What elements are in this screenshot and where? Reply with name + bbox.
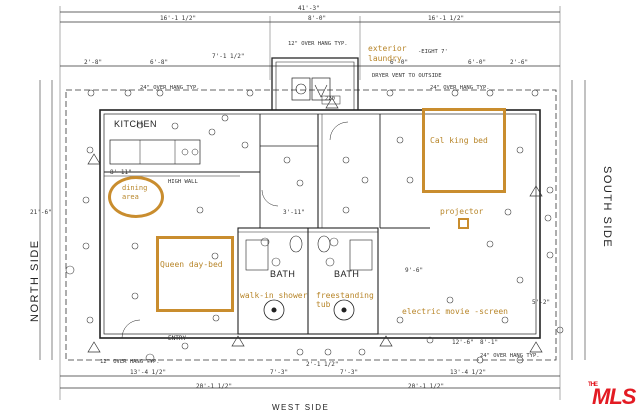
dining-area-ellipse [108,176,164,218]
note-overhang-left: 24" OVER HANG TYP. [140,85,200,91]
queen-day-bed-box [156,236,234,312]
dim-top-right: 16'-1 1/2" [428,15,465,22]
exterior-wall-outer [99,109,541,339]
north-side-label: NORTH SIDE [29,239,41,322]
dim-bottom-212: 2'-1 1/2" [306,361,339,368]
cal-king-bed-annotation: Cal king bed [430,136,488,145]
dim-811: 8'-11" [110,169,132,176]
dim-bottom-13b: 13'-4 1/2" [450,369,487,376]
note-overhang-bottom: 24" OVER HANG TYP. [480,353,540,359]
dim-left-2: 2'-8" [84,59,103,66]
dim-right-60: 6'-0" [468,59,487,66]
laundry-walls [271,57,359,110]
dim-overall: 41'-3" [298,5,320,12]
room-kitchen-label: KITCHEN [114,119,158,129]
dining-area-annotation: dining area [122,184,148,202]
freestanding-tub-annotation: freestanding tub [316,291,374,309]
dim-311: 3'-11" [283,209,305,216]
dim-top-left: 16'-1 1/2" [160,15,197,22]
dim-52: 5'-2" [532,299,551,306]
dim-bottom-right: 20'-1 1/2" [408,383,445,390]
dim-bottom-left: 20'-1 1/2" [196,383,233,390]
dim-right-26: 2'-6" [510,59,529,66]
projector-annotation: projector [440,207,484,216]
note-220: 220 [325,96,335,102]
note-dryer: DRYER VENT TO OUTSIDE [372,73,442,79]
room-entry-label: ENTRY [168,335,187,342]
dim-96: 9'-6" [405,267,424,274]
room-bath2-label: BATH [334,269,360,279]
overhang-outline [65,89,557,361]
south-side-label: SOUTH SIDE [601,166,613,249]
note-eight: -EIGHT 7' [418,49,448,55]
mls-logo: THE MLS [588,382,636,409]
dim-left-6: 6'-8" [150,59,169,66]
washer [291,77,311,101]
west-side-label: WEST SIDE [272,403,330,412]
cal-king-bed-box [422,108,506,193]
dim-bottom-7b: 7'-3" [340,369,359,376]
dim-1261: 12'-6" [452,339,474,346]
dim-top-mid: 8'-0" [308,15,327,22]
room-bath1-label: BATH [270,269,296,279]
movie-screen-annotation: electric movie -screen [402,307,508,316]
dim-81: 8'-1" [480,339,499,346]
dim-mid-71: 7'-1 1/2" [212,53,245,60]
exterior-laundry-annotation: exterior laundry [368,44,407,63]
walk-in-shower-annotation: walk-in shower [240,291,308,300]
queen-day-bed-annotation: Queen day-bed [160,260,223,269]
dim-bottom-7a: 7'-3" [270,369,289,376]
sink-left [263,299,285,321]
note-high-wall: HIGH WALL [168,179,198,185]
sink-right [333,299,355,321]
dim-mid-60: 6'-0" [390,59,409,66]
note-overhang-right: 24" OVER HANG TYP. [430,85,490,91]
dryer [311,77,331,101]
projector-marker [458,218,469,229]
note-overhang-top: 12" OVER HANG TYP. [288,41,348,47]
dim-216: 21'-6" [30,209,52,216]
dim-bottom-13: 13'-4 1/2" [130,369,167,376]
note-overhang-bottom-left: 12" OVER HANG TYP. [100,359,160,365]
